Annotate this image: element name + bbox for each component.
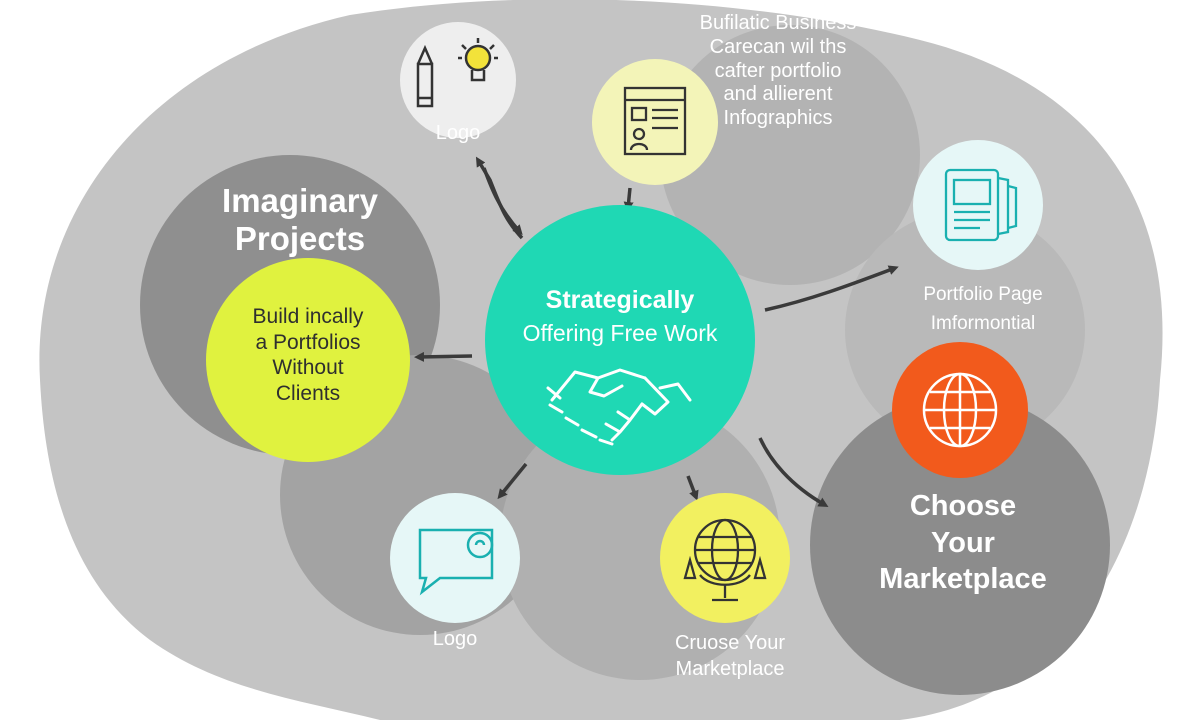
marketplace-bottom-circle [660, 493, 790, 623]
blob-marketplace [810, 395, 1110, 695]
arrow-to-logo-bottom [497, 462, 528, 500]
connector-arrows [414, 156, 899, 507]
logo-top-label: Logo [435, 122, 481, 144]
marketplace-right-label: Choose Your Marketplace [879, 490, 1047, 596]
arrow-to-imaginary [414, 351, 473, 362]
layout-icon [623, 86, 687, 156]
globe-icon [922, 372, 998, 448]
center-title: Strategically [545, 286, 695, 314]
arrow-to-portfolio [764, 265, 899, 312]
arrow-to-marketplace-right [758, 437, 829, 507]
business-circle [592, 59, 718, 185]
arrow-to-marketplace-bottom [686, 475, 699, 501]
tablet-icon [944, 168, 1018, 242]
portfolio-label: Portfolio Page Imformontial [923, 284, 1043, 334]
chat-bubble-icon [418, 528, 494, 596]
imaginary-body: Build incally a Portfolios Without Clien… [252, 305, 364, 405]
business-text: Bufilatic Business Carecan wil ths cafte… [699, 12, 857, 130]
lime-circle [206, 258, 410, 462]
handshake-icon [546, 368, 692, 446]
arrow-from-business [623, 187, 634, 212]
center-subtitle: Offering Free Work [522, 320, 718, 346]
arrow-to-logo-top-back [482, 167, 523, 235]
globe-stand-icon [683, 518, 767, 602]
pencil-icon [416, 44, 434, 108]
logo-bottom-circle [390, 493, 520, 623]
logo-bottom-label: Logo [432, 628, 478, 650]
lightbulb-icon [458, 38, 498, 82]
blob-top-right [660, 25, 920, 285]
marketplace-bottom-label: Cruose Your Marketplace [674, 632, 786, 680]
imaginary-heading: Imaginary Projects [222, 182, 378, 257]
